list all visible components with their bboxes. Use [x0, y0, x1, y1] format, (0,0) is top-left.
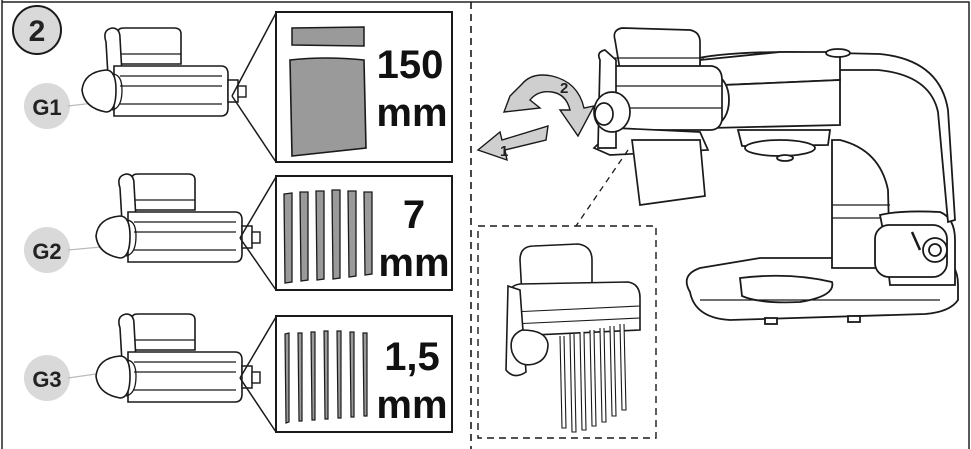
step-badge: 2: [12, 5, 62, 55]
mounted-output-sheet: [631, 139, 706, 206]
detail-strand: [559, 335, 567, 429]
g3-callout-line-top: [239, 316, 277, 379]
g1-callout-line-bottom: [231, 95, 277, 163]
mounted-attachment: [592, 27, 723, 206]
detail-roller-lines: [511, 305, 641, 325]
g2-callout-line-top: [239, 176, 277, 239]
pull-arrow-shape: [476, 125, 549, 162]
mixer-base-recess: [739, 274, 834, 304]
detail-strand: [589, 329, 597, 427]
mixer-control-knob-center: [928, 243, 942, 257]
detail-strand: [579, 331, 587, 431]
g3-size-unit: mm: [376, 383, 447, 427]
g1-id-badge: G1: [24, 83, 70, 129]
g2-size-value: 7: [403, 193, 425, 237]
rotation-arrow-2: 2: [502, 74, 596, 138]
rotate-arrow-shape: [502, 74, 596, 138]
g3-strand: [284, 332, 290, 424]
mounted-end-knob: [594, 102, 614, 126]
detail-strand: [599, 327, 607, 423]
detail-strand: [619, 323, 627, 411]
g2-callout-line-bottom: [239, 237, 277, 291]
mixer-foot: [847, 315, 861, 323]
g2-strand: [331, 189, 341, 280]
g3-size-value: 1,5: [384, 335, 440, 379]
g1-size-value: 150: [377, 43, 444, 87]
mixer-foot: [764, 317, 778, 325]
g3-strand: [362, 332, 368, 417]
g2-strand: [315, 190, 325, 281]
g3-strand: [349, 331, 355, 418]
g3-callout-line-bottom: [239, 377, 277, 433]
g3-strand: [297, 332, 303, 422]
g1-id-label: G1: [32, 95, 61, 120]
g3-id-label: G3: [32, 367, 61, 392]
g1-size-unit: mm: [376, 91, 447, 135]
row-g3: G3 1,5 mm: [24, 313, 453, 433]
g3-strand: [336, 330, 342, 419]
mixer-head-cap: [825, 48, 851, 58]
g2-roller-attachment: [95, 173, 261, 263]
mixer-hub-ring: [744, 139, 816, 157]
g2-strand: [299, 191, 309, 282]
rotate-step-number: 2: [560, 80, 568, 97]
stand-mixer: [685, 48, 959, 325]
detail-strand: [609, 325, 617, 417]
row-g2: G2 7 mm: [24, 173, 453, 291]
mixer-hub-tip: [776, 154, 794, 162]
g2-id-badge: G2: [24, 227, 70, 273]
g2-strand: [283, 192, 293, 284]
g1-roller-attachment: [81, 27, 247, 117]
g3-strand: [323, 330, 329, 420]
mixer-lever: [910, 231, 922, 251]
g1-callout-line-top: [231, 12, 277, 97]
g3-roller-attachment: [95, 313, 261, 403]
g1-sheet-side-view: [291, 26, 365, 47]
g2-strands: [283, 189, 373, 284]
detail-leader-line: [575, 149, 629, 227]
row-g1: G1 150 mm: [24, 11, 453, 163]
detail-strands: [559, 323, 627, 433]
pull-step-number: 1: [500, 143, 508, 160]
g3-id-badge: G3: [24, 355, 70, 401]
g2-id-label: G2: [32, 239, 61, 264]
detail-cutter: [505, 243, 641, 433]
detail-frame: [477, 225, 657, 439]
detail-strand: [569, 333, 577, 433]
g2-strand: [363, 191, 373, 276]
step-badge-number: 2: [29, 15, 46, 48]
pull-arrow-1: 1: [476, 125, 549, 162]
detail-end-cap: [510, 329, 549, 366]
g3-strand: [310, 331, 316, 421]
g2-size-unit: mm: [378, 241, 449, 285]
g1-pasta-sheet: [289, 57, 367, 157]
g3-strands: [284, 330, 368, 424]
g2-strand: [347, 190, 357, 278]
